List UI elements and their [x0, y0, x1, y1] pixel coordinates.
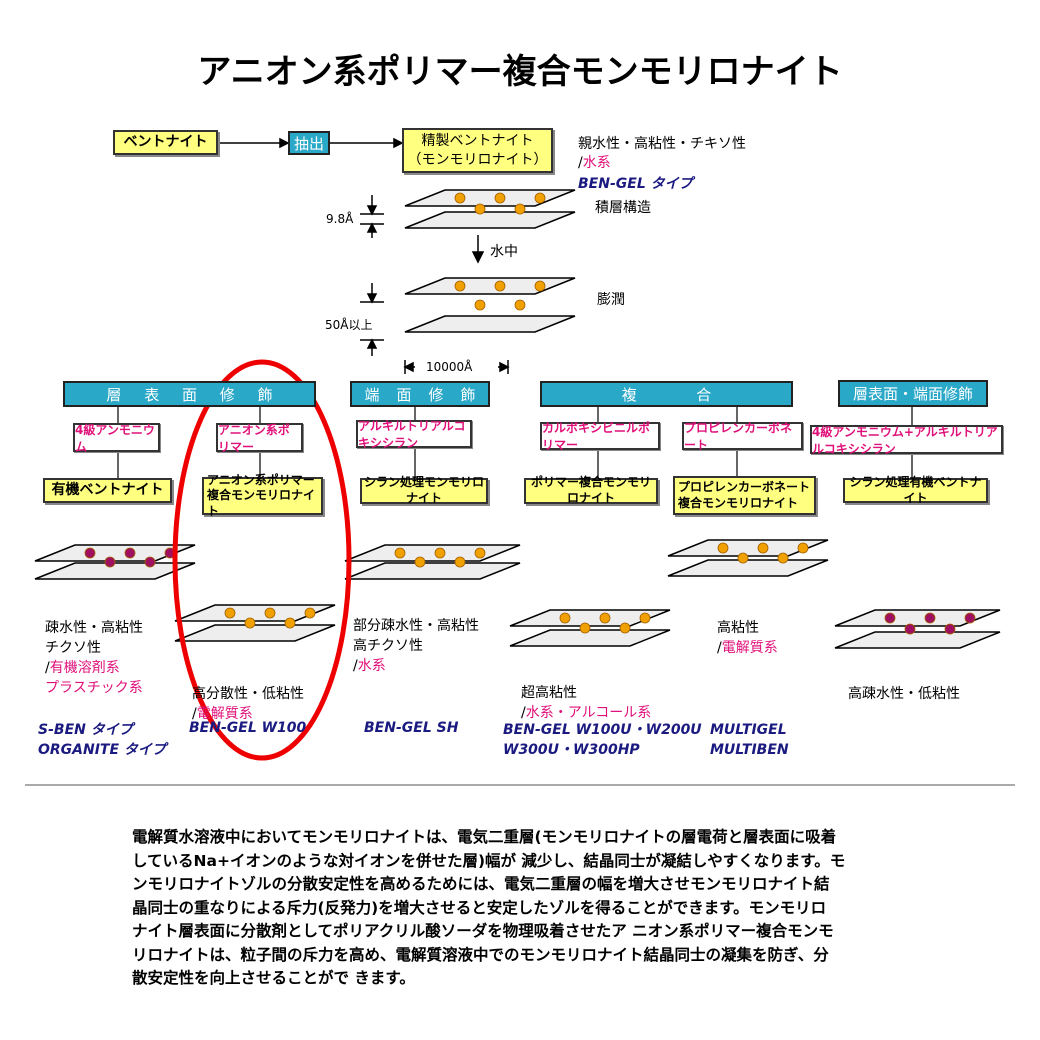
clay-layer-stack-icon	[404, 277, 576, 333]
modifier-quaternary-ammonium: 4級アンモニウム	[73, 423, 160, 454]
solvent: 電解質系	[721, 640, 778, 656]
prop: 高分散性・低粘性	[192, 686, 304, 702]
line: 晶同士の重なりによる斥力(反発力)を増大させると安定したゾルを得ることができます…	[132, 898, 827, 917]
line: ナイト層表面に分散剤としてポリアクリル酸ソーダを物理吸着させたア ニオン系ポリマ…	[132, 922, 834, 940]
prop: チクソ性	[45, 640, 101, 656]
header-layer-surface: 層表面修飾	[63, 381, 316, 407]
h: 面	[181, 385, 197, 404]
product-silane-montmorillonite: シラン処理モンモリロナイト	[360, 475, 488, 505]
description-paragraph: 電解質水溶液中においてモンモリロナイトは、電気二重層(モンモリロナイトの層電荷と…	[132, 826, 845, 991]
highlight-ellipse	[172, 359, 352, 761]
h: 層表面・端面修飾	[852, 385, 973, 403]
h: 面	[396, 385, 412, 404]
brands-1: S-BEN タイプ ORGANITE タイプ	[38, 720, 166, 760]
spacing-9-8: 9.8Å	[326, 212, 354, 226]
clay-layer-stack-icon	[404, 189, 576, 229]
result-5: 高粘性 /電解質系	[717, 620, 778, 656]
brand: W300U・W300HP	[503, 742, 640, 758]
product-anionic-polymer-composite: アニオン系ポリマー複合モンモリロナイト	[202, 473, 323, 518]
result-6: 高疎水性・低粘性	[848, 684, 960, 704]
refined-bentonite-box: 精製ベントナイト （モンモリロナイト）	[402, 128, 553, 173]
refined-props: 親水性・高粘性・チキソ性	[578, 136, 746, 152]
clay-layer-stack-icon	[834, 609, 1001, 649]
stacked-label: 積層構造	[595, 200, 651, 216]
modifier-combined: 4級アンモニウム+アルキルトリアルコキシシラン	[810, 425, 1003, 456]
header-both: 層表面・端面修飾	[838, 380, 988, 407]
slash: /	[578, 155, 583, 171]
product-organic-bentonite: 有機ベントナイト	[43, 478, 172, 503]
clay-layer-stack-icon	[174, 604, 336, 642]
header-composite: 複合	[540, 381, 793, 407]
product-silane-organic: シラン処理有機ベントナイト	[843, 475, 988, 505]
clay-layer-stack-icon	[509, 609, 671, 647]
clay-layer-stack-icon	[344, 544, 521, 580]
h: 合	[696, 385, 712, 404]
line: しているNa+イオンのような対イオンを併せた層)幅が 減少し、結晶同士が凝結しや…	[132, 851, 846, 870]
clay-layer-stack-icon	[34, 544, 196, 580]
brands-4: BEN-GEL W100U・W200U W300U・W300HP	[503, 720, 702, 760]
solvent: プラスチック系	[45, 680, 143, 696]
refined-product: BEN-GEL タイプ	[578, 176, 693, 192]
prop: 高疎水性・低粘性	[848, 686, 960, 702]
prop: 疎水性・高粘性	[45, 620, 143, 636]
product-polymer-composite: ポリマー複合モンモリロナイト	[524, 475, 658, 505]
result-3: 部分疎水性・高粘性 高チクソ性 /水系	[353, 618, 479, 674]
h: 飾	[257, 385, 273, 404]
brands-2: BEN-GEL W100	[189, 720, 307, 736]
h: 修	[219, 385, 235, 404]
line: リロナイトは、粒子間の斥力を高め、電解質溶液中でのモンモリロナイト結晶同士の凝集…	[132, 945, 829, 964]
in-water-label: 水中	[490, 244, 518, 260]
prop: 部分疎水性・高粘性	[353, 618, 479, 634]
product-pc-composite: プロピレンカーボネート複合モンモリロナイト	[673, 476, 816, 515]
h: 端	[364, 385, 380, 404]
brands-5: MULTIGEL MULTIBEN	[710, 720, 789, 760]
solvent: 水系	[582, 155, 611, 171]
result-4: 超高粘性 /水系・アルコール系	[521, 685, 652, 721]
layer-width: 10000Å	[426, 360, 473, 374]
page-title: アニオン系ポリマー複合モンモリロナイト	[197, 52, 843, 92]
header-edge: 端面修飾	[350, 381, 490, 407]
solvent: 水系・アルコール系	[525, 705, 652, 721]
solvent: 水系	[357, 658, 386, 674]
h: 表	[144, 385, 160, 404]
h: 修	[428, 385, 444, 404]
brands-3: BEN-GEL SH	[364, 720, 459, 736]
modifier-propylene-carbonate: プロピレンカーボネート	[682, 421, 803, 452]
montmorillonite-label: （モンモリロナイト）	[407, 151, 548, 168]
extract-box: 抽出	[288, 131, 330, 155]
brand: ORGANITE タイプ	[38, 742, 166, 758]
h: 飾	[460, 385, 476, 404]
brand: BEN-GEL W100U・W200U	[503, 722, 702, 738]
bentonite-box: ベントナイト	[113, 130, 218, 155]
modifier-carboxyvinyl: カルボキシビニルポリマー	[540, 421, 660, 452]
modifier-silane: アルキルトリアルコキシシラン	[356, 419, 472, 450]
brand: S-BEN タイプ	[38, 722, 133, 738]
spacing-50: 50Å以上	[325, 318, 373, 332]
prop: 超高粘性	[521, 685, 577, 701]
line: 電解質水溶液中においてモンモリロナイトは、電気二重層(モンモリロナイトの層電荷と…	[132, 828, 837, 846]
modifier-anionic-polymer: アニオン系ポリマー	[216, 423, 303, 454]
solvent: 電解質系	[196, 706, 253, 722]
line: 散安定性を向上させることがで きます。	[132, 969, 415, 987]
solvent: 有機溶剤系	[49, 660, 120, 676]
refined-label: 精製ベントナイト	[421, 133, 534, 150]
h: 複	[621, 385, 637, 404]
swelling-label: 膨潤	[597, 292, 625, 308]
refined-solvent: /水系	[578, 153, 611, 173]
result-1: 疎水性・高粘性 チクソ性 /有機溶剤系 プラスチック系	[45, 620, 143, 696]
prop: 高粘性	[717, 620, 759, 636]
brand: MULTIBEN	[710, 742, 789, 758]
line: ンモリロナイトゾルの分散安定性を高めるためには、電気二重層の幅を増大させモンモリ…	[132, 875, 830, 893]
h: 層	[106, 385, 122, 404]
brand: MULTIGEL	[710, 722, 787, 738]
prop: 高チクソ性	[353, 638, 423, 654]
clay-layer-stack-icon	[667, 539, 829, 577]
result-2: 高分散性・低粘性 /電解質系	[192, 686, 304, 722]
